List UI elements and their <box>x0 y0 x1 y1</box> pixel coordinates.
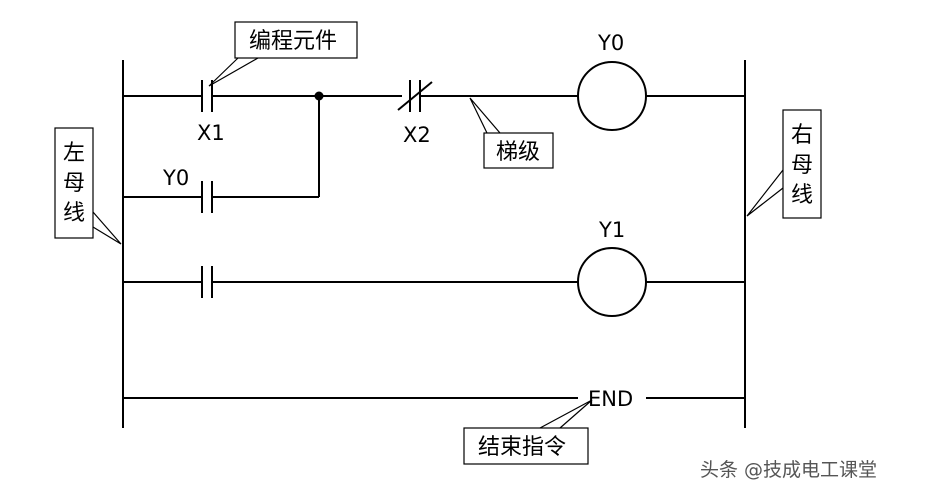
callout-left-bus: 左 母 线 <box>54 127 122 245</box>
contact-x2-label: X2 <box>403 123 431 147</box>
callout-right-bus-char-2: 母 <box>791 153 813 178</box>
callout-right-bus-char-3: 线 <box>791 183 813 208</box>
coil-y0-label: Y0 <box>597 31 624 55</box>
callout-element: 编程元件 <box>208 21 358 87</box>
callout-element-text: 编程元件 <box>249 29 337 54</box>
callout-rung: 梯级 <box>469 97 554 169</box>
contact-y0-label: Y0 <box>162 166 189 190</box>
contact-rung-2 <box>201 266 213 298</box>
rung-2 <box>123 247 745 317</box>
coil-y1 <box>577 247 647 317</box>
callout-left-bus-char-2: 母 <box>63 171 85 196</box>
watermark: 头条 @技成电工课堂 <box>700 459 877 481</box>
callout-left-bus-char-3: 线 <box>63 201 85 226</box>
parallel-branch <box>123 96 320 213</box>
callout-rung-text: 梯级 <box>496 140 540 165</box>
contact-x1-label: X1 <box>197 121 225 145</box>
callout-end-instruction: 结束指令 <box>463 399 593 465</box>
coil-y1-label: Y1 <box>598 218 625 242</box>
callout-right-bus-char-1: 右 <box>791 123 813 148</box>
callout-end-instruction-text: 结束指令 <box>478 435 566 460</box>
callout-left-bus-char-1: 左 <box>63 141 85 166</box>
end-label: END <box>588 387 633 411</box>
coil-y0 <box>577 61 647 131</box>
contact-y0 <box>201 181 213 213</box>
callout-right-bus: 右 母 线 <box>746 109 822 219</box>
rung-1 <box>123 61 745 131</box>
